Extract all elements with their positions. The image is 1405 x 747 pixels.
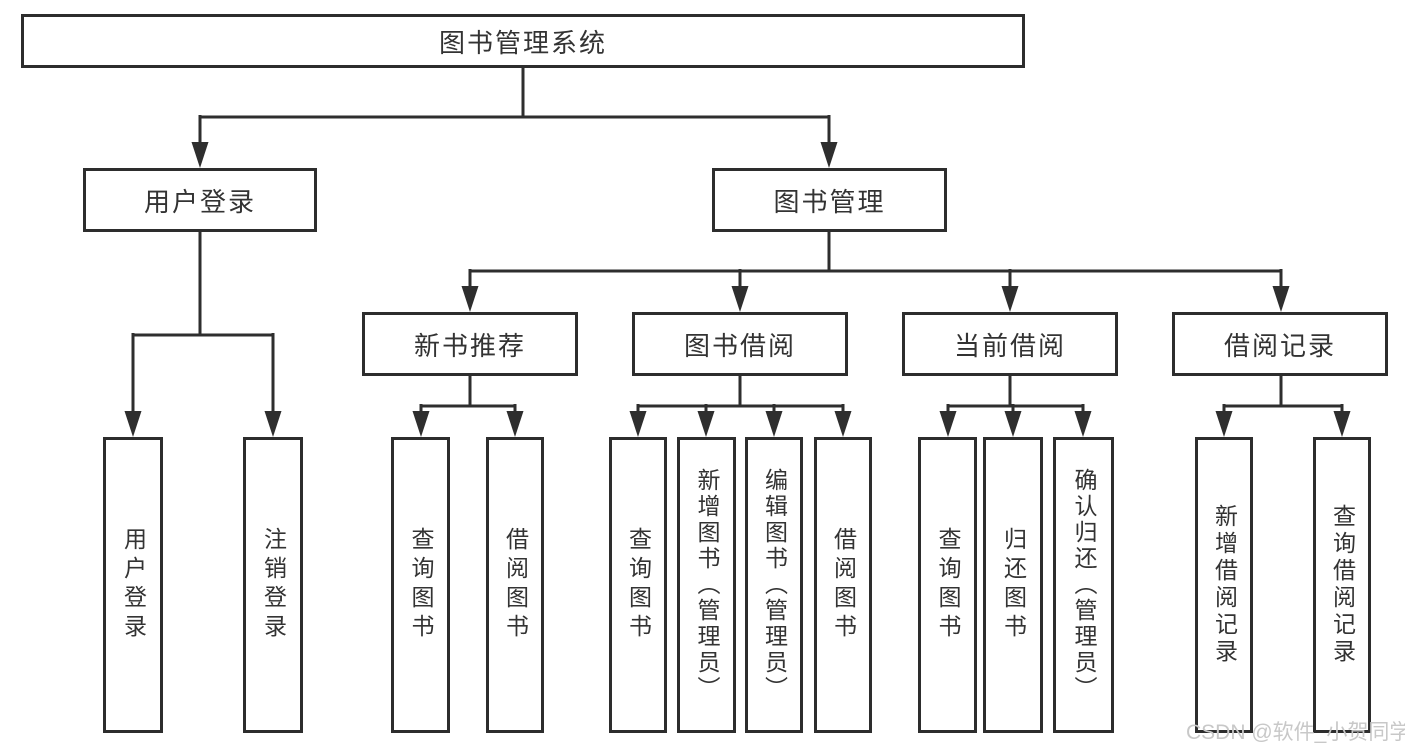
node-current-borrow: 当前借阅 — [902, 312, 1118, 376]
arrow-icon — [1272, 286, 1290, 312]
leaf-query-books-current: 查询图书 — [918, 437, 977, 733]
leaf-return-books: 归还图书 — [983, 437, 1043, 733]
arrow-icon — [1004, 411, 1022, 437]
leaf-borrow-books-recommend-label: 借阅图书 — [502, 527, 529, 643]
csdn-watermark: CSDN @软件_小贺同学 — [1186, 721, 1405, 744]
leaf-add-borrow-record-label: 新增借阅记录 — [1211, 504, 1238, 666]
node-root-label: 图书管理系统 — [438, 27, 607, 58]
node-current-borrow-label: 当前借阅 — [953, 330, 1066, 361]
arrow-icon — [939, 411, 957, 437]
node-root: 图书管理系统 — [21, 14, 1025, 68]
arrow-icon — [629, 411, 647, 437]
leaf-logout-label: 注销登录 — [260, 527, 287, 643]
node-new-book-recommend: 新书推荐 — [362, 312, 578, 376]
leaf-return-books-label: 归还图书 — [1000, 527, 1027, 643]
arrow-icon — [1074, 411, 1092, 437]
node-book-borrow: 图书借阅 — [632, 312, 848, 376]
node-borrow-records-label: 借阅记录 — [1223, 330, 1336, 361]
arrow-icon — [124, 411, 142, 437]
leaf-query-borrow-record-label: 查询借阅记录 — [1329, 504, 1356, 666]
arrow-icon — [820, 142, 838, 168]
node-book-management-label: 图书管理 — [773, 186, 886, 217]
leaf-confirm-return-admin-label: 确认归还（管理员） — [1071, 468, 1097, 702]
connector-book-borrow-to-leaves — [629, 376, 852, 437]
leaf-borrow-books-recommend: 借阅图书 — [486, 437, 544, 733]
arrow-icon — [506, 411, 524, 437]
arrow-icon — [1001, 286, 1019, 312]
connector-user-login-to-leaves — [124, 232, 282, 437]
arrow-icon — [765, 411, 783, 437]
node-book-management: 图书管理 — [712, 168, 947, 232]
leaf-add-borrow-record: 新增借阅记录 — [1195, 437, 1253, 733]
leaf-query-borrow-record: 查询借阅记录 — [1313, 437, 1371, 733]
leaf-borrow-books-label: 借阅图书 — [830, 527, 857, 643]
leaf-user-login: 用户登录 — [103, 437, 163, 733]
arrow-icon — [731, 286, 749, 312]
arrow-icon — [264, 411, 282, 437]
leaf-query-books-recommend-label: 查询图书 — [408, 527, 434, 643]
node-user-login: 用户登录 — [83, 168, 317, 232]
leaf-add-book-admin: 新增图书（管理员） — [677, 437, 736, 733]
leaf-edit-book-admin-label: 编辑图书（管理员） — [761, 468, 788, 702]
leaf-logout: 注销登录 — [243, 437, 303, 733]
leaf-query-books-borrow-label: 查询图书 — [625, 527, 652, 643]
leaf-query-books-recommend: 查询图书 — [391, 437, 450, 733]
leaf-confirm-return-admin: 确认归还（管理员） — [1053, 437, 1114, 733]
arrow-icon — [1215, 411, 1233, 437]
node-book-borrow-label: 图书借阅 — [683, 330, 796, 361]
arrow-icon — [191, 142, 209, 168]
leaf-add-book-admin-label: 新增图书（管理员） — [694, 468, 720, 702]
connector-current-borrow-to-leaves — [939, 376, 1092, 437]
arrow-icon — [412, 411, 430, 437]
arrow-icon — [1333, 411, 1351, 437]
connector-new-book-recommend-to-leaves — [412, 376, 524, 437]
connector-book-management-to-level3 — [461, 232, 1290, 312]
leaf-user-login-label: 用户登录 — [120, 527, 147, 643]
node-borrow-records: 借阅记录 — [1172, 312, 1388, 376]
arrow-icon — [461, 286, 479, 312]
connector-root-to-level2 — [191, 68, 838, 168]
arrow-icon — [834, 411, 852, 437]
arrow-icon — [697, 411, 715, 437]
leaf-edit-book-admin: 编辑图书（管理员） — [745, 437, 803, 733]
node-user-login-label: 用户登录 — [143, 186, 256, 217]
leaf-query-books-borrow: 查询图书 — [609, 437, 667, 733]
node-new-book-recommend-label: 新书推荐 — [413, 330, 526, 361]
leaf-query-books-current-label: 查询图书 — [935, 527, 961, 643]
connector-borrow-records-to-leaves — [1215, 376, 1351, 437]
leaf-borrow-books: 借阅图书 — [814, 437, 872, 733]
